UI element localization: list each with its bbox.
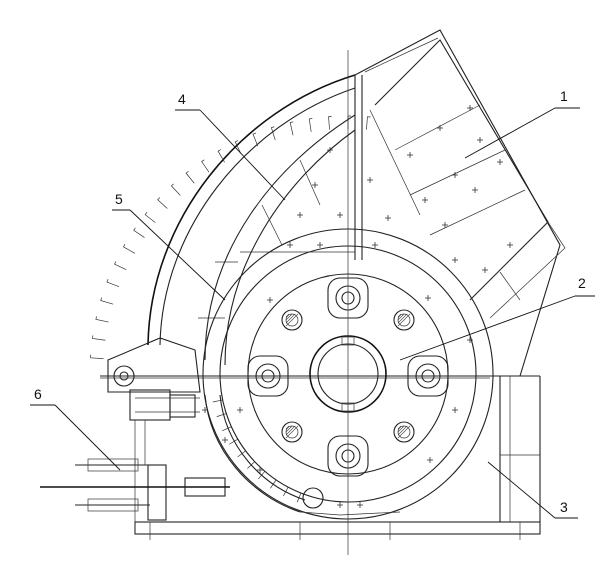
liner-tooth [90, 354, 104, 359]
bolt-hole [393, 309, 415, 331]
liner-tooth [114, 261, 127, 271]
feed-chute [369, 39, 566, 319]
bolt-hatch [285, 425, 296, 436]
callout-6-label: 6 [34, 386, 42, 402]
grate-tooth [216, 413, 227, 417]
lug-pin-outer [255, 363, 281, 389]
grate-tooth [222, 426, 232, 432]
bolt-hatch [397, 313, 402, 318]
bolt-hatch [285, 313, 299, 327]
bolt-hatch [285, 313, 290, 318]
callout-1-label: 1 [560, 88, 568, 104]
callout-5-label: 5 [115, 191, 123, 207]
liner-tooth [144, 211, 156, 223]
bolt-holes [281, 309, 415, 443]
bolt-hatch [285, 313, 293, 321]
liner-tooth [123, 244, 135, 254]
adjusting-mechanism [40, 389, 230, 521]
callouts: 1 2 3 4 5 6 [30, 88, 595, 519]
hammer-lug [247, 355, 289, 397]
outer-housing [147, 29, 561, 377]
liner-tooth [95, 316, 109, 323]
hammer-lug [407, 355, 449, 397]
bolt-hatch [397, 425, 408, 436]
bolt-hatch [285, 425, 290, 430]
lug-pin-outer [415, 363, 441, 389]
liner-tooth [270, 126, 276, 141]
bolt-hatch [397, 425, 411, 439]
callout-3: 3 [487, 461, 578, 519]
bolt-hatch [397, 313, 408, 324]
base-frame [100, 375, 541, 540]
liner-tooth [157, 197, 168, 209]
bolt-hatch [397, 425, 405, 433]
lug-pin-inner [261, 369, 275, 383]
liner-tooth [185, 170, 195, 184]
callout-6: 6 [30, 386, 121, 471]
bolt-hole [281, 421, 303, 443]
callout-5: 5 [112, 191, 226, 301]
liner-tooth [217, 149, 225, 163]
grate-bars [198, 114, 356, 366]
bolt-hatch [397, 313, 411, 327]
bolt-hole [393, 421, 415, 443]
bolt-hatch [285, 425, 299, 439]
liner-tooth [92, 335, 106, 341]
liner-tooth [106, 279, 120, 288]
callout-1: 1 [464, 88, 580, 159]
bolt-hole [281, 309, 303, 331]
callout-4: 4 [175, 91, 286, 201]
bolt-hatch [397, 425, 402, 430]
pivot-bracket [107, 337, 201, 393]
lug-pin-inner [421, 369, 435, 383]
lower-grate [204, 394, 401, 516]
liner-tooth [252, 132, 259, 147]
liner-tooth [308, 118, 313, 132]
callout-4-label: 4 [178, 91, 186, 107]
bolt-hatch [397, 313, 405, 321]
liner-tooth [289, 121, 294, 136]
callout-3-label: 3 [560, 499, 568, 515]
liner-tooth [201, 159, 210, 173]
fastener-marks [202, 105, 513, 508]
liner-tooth [366, 116, 371, 130]
grate-tooth [229, 438, 239, 445]
liner-tooth [170, 183, 181, 196]
liner-tooth [328, 116, 332, 130]
liner-tooth [133, 227, 145, 238]
centerlines [100, 50, 490, 555]
bolt-hatch [285, 313, 296, 324]
bolt-hatch [285, 425, 293, 433]
liner-tooth [100, 297, 114, 305]
callout-2-label: 2 [578, 275, 586, 291]
callout-2: 2 [399, 275, 595, 361]
liner-tooth [234, 140, 242, 154]
